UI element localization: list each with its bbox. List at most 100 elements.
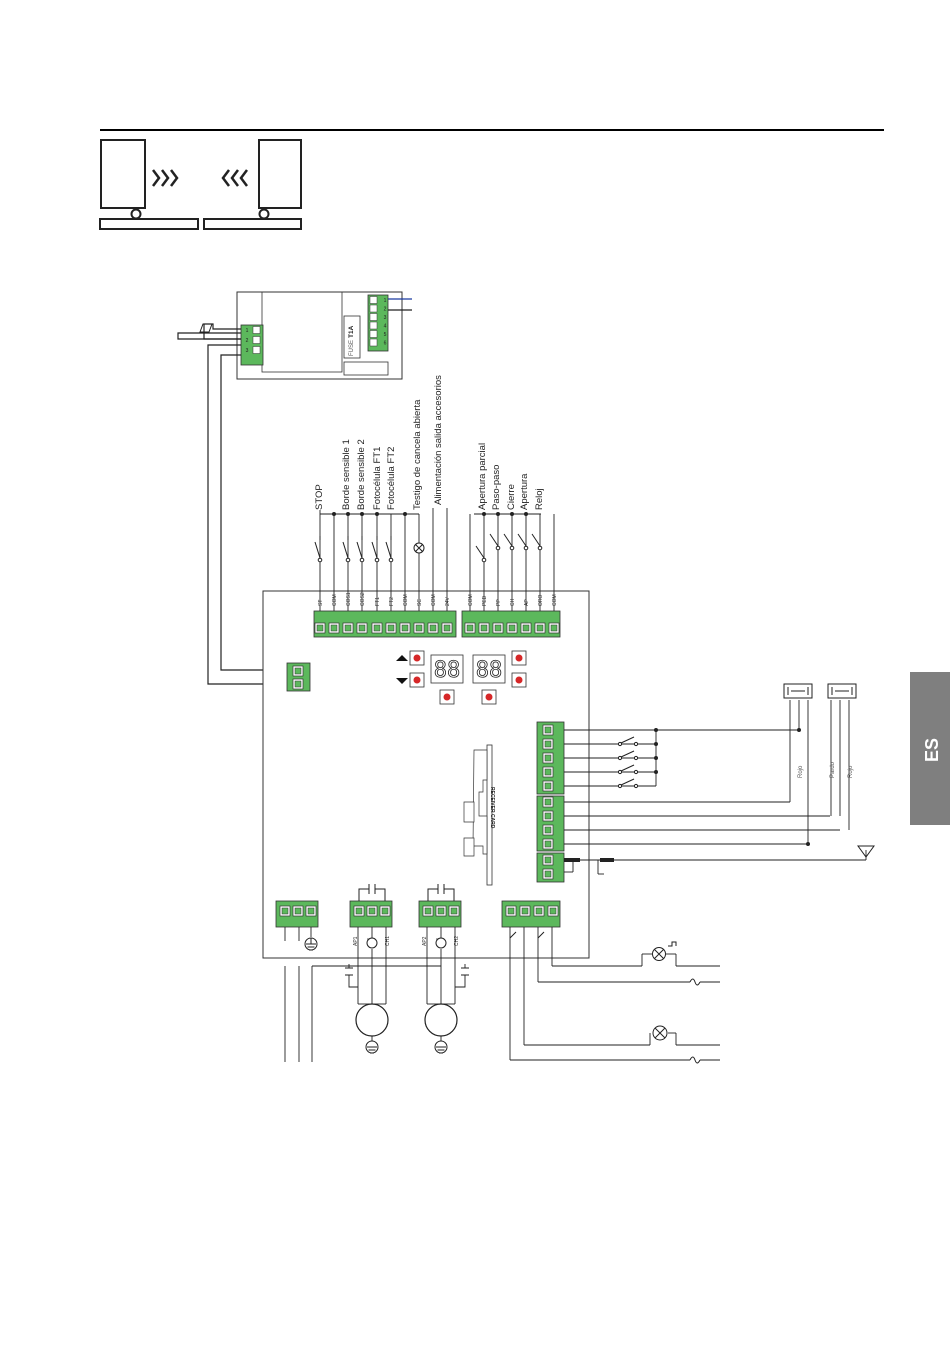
ground-icon (304, 937, 448, 1054)
terminal-screw-head (415, 624, 423, 632)
input-switches (314, 533, 543, 563)
transformer-left-number: 2 (246, 338, 249, 344)
bottom-terminal-screws (279, 905, 559, 917)
input-label: Alimentación salida accesorios (433, 375, 444, 505)
switch-blade (314, 541, 321, 559)
terminal-label: COM (332, 594, 338, 606)
terminal-screw-head (316, 624, 324, 632)
terminal-screw-head (544, 856, 552, 864)
program-button-led (515, 676, 523, 684)
terminal-label: COS2 (360, 592, 366, 606)
switch-contact (374, 557, 380, 563)
transformer-right-screw (369, 330, 378, 338)
bottom-wiring (284, 927, 720, 1062)
terminal-label: PED (482, 595, 488, 606)
switch-contact (317, 557, 323, 563)
terminal-label: COS1 (346, 592, 352, 606)
switch-blade (620, 750, 635, 758)
plug-icon (199, 323, 213, 333)
terminal-screw-head (535, 907, 543, 915)
input-label: Apertura (519, 473, 530, 510)
switch-contact (509, 545, 515, 551)
terminal-screw-head (544, 782, 552, 790)
terminal-screw-head (544, 798, 552, 806)
language-tab: ES (910, 672, 950, 825)
lamp-relay-contacts (509, 931, 545, 939)
switch-contact (495, 545, 501, 551)
switch-blade (517, 533, 527, 547)
terminal-screw-head (437, 907, 445, 915)
switch-contact (633, 783, 639, 789)
transformer-left-screw (252, 336, 261, 344)
switch-blade (475, 545, 485, 559)
transformer-left-number: 1 (246, 328, 249, 334)
motor-1-icon (355, 1003, 389, 1037)
terminal-screw-head (344, 624, 352, 632)
receiver-card: RECEIVER CARD (463, 744, 495, 886)
terminal-screw-head (549, 907, 557, 915)
junction-dots (332, 512, 528, 516)
photocell-receiver-icon (827, 683, 857, 699)
terminal-screw-head (544, 768, 552, 776)
switch-blade (620, 778, 635, 786)
terminal-screw-head (544, 870, 552, 878)
transformer-right-number: 3 (384, 315, 387, 321)
terminal-screw-head (401, 624, 409, 632)
switch-blade (371, 541, 378, 559)
switch-contact (537, 545, 543, 551)
language-tab-label: ES (922, 738, 942, 762)
terminal-label: COM (468, 594, 474, 606)
motor-2-icon (424, 1003, 458, 1037)
terminal-screw-head (508, 624, 516, 632)
terminal-screw-head (521, 907, 529, 915)
courtesy-lamp-icon (652, 1025, 668, 1041)
terminal-screw-head (424, 907, 432, 915)
control-board (262, 590, 590, 959)
top-terminal-screws (292, 622, 560, 690)
transformer-right-screw (369, 304, 378, 313)
transformer-right-number: 1 (384, 298, 387, 304)
terminal-screw-head (373, 624, 381, 632)
terminal-screw-head (544, 726, 552, 734)
right-side-wiring (564, 700, 867, 875)
double-gate-icon (99, 139, 302, 230)
switch-contact (633, 769, 639, 775)
motor-terminal-label: AP1 (353, 936, 359, 946)
fuse-value: T1A (348, 325, 355, 338)
input-label: Cierre (506, 484, 517, 510)
switch-blade (385, 541, 392, 559)
motor-terminal-label: AP2 (422, 936, 428, 946)
program-buttons[interactable] (409, 650, 527, 705)
transformer-right-screw (369, 321, 378, 330)
switch-contact (345, 557, 351, 563)
top-left-wiring (319, 508, 555, 611)
switch-contact (617, 783, 623, 789)
limit-switch-nodes (366, 937, 447, 949)
terminal-screw-head (480, 624, 488, 632)
terminal-label: COM (552, 594, 558, 606)
terminal-screw-head (330, 624, 338, 632)
supply-tilde-icons (689, 978, 701, 1064)
terminal-screw-head (544, 826, 552, 834)
input-label: Testigo de cancela abierta (412, 399, 423, 510)
program-button-led (485, 693, 493, 701)
receiver-card-label: RECEIVER CARD (489, 787, 495, 829)
terminal-screw-head (355, 907, 363, 915)
terminal-screw-head (443, 624, 451, 632)
transformer-left-number: 3 (246, 348, 249, 354)
program-button-led (515, 654, 523, 662)
terminal-screw-head (358, 624, 366, 632)
wire-color-2: Pardo (830, 761, 836, 778)
input-label: Paso-paso (491, 465, 502, 510)
terminal-label: FT2 (389, 597, 395, 606)
terminal-label: FT1 (375, 597, 381, 606)
terminal-screw-head (294, 907, 302, 915)
flashing-lamp-icon (652, 941, 677, 961)
terminal-screw-head (387, 624, 395, 632)
terminal-screw-head (429, 624, 437, 632)
